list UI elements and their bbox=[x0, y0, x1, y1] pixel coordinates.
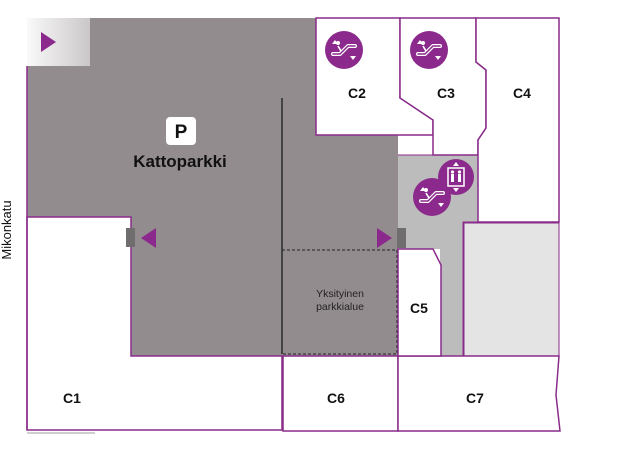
entrance-arrow-icon bbox=[41, 32, 56, 52]
door-right bbox=[397, 228, 406, 248]
escalator-icon bbox=[325, 31, 363, 69]
parking-symbol-icon bbox=[166, 117, 196, 145]
unit-label-c4: C4 bbox=[513, 85, 531, 101]
parking-area-kattoparkki[interactable] bbox=[27, 66, 398, 356]
escalator-icon bbox=[410, 31, 448, 69]
unit-label-c5: C5 bbox=[410, 300, 428, 316]
unit-c7[interactable] bbox=[397, 355, 561, 432]
unit-c7-side-area[interactable] bbox=[463, 222, 560, 357]
unit-label-c3: C3 bbox=[437, 85, 455, 101]
elevator-icon bbox=[438, 159, 474, 195]
parking-symbol-letter: P bbox=[175, 122, 188, 143]
private-area-label-line2: parkkialue bbox=[316, 301, 364, 313]
corridor-outline bbox=[398, 154, 479, 356]
parking-title: Kattoparkki bbox=[133, 152, 227, 171]
private-area-label-line1: Yksityinen bbox=[316, 288, 364, 300]
unit-c5[interactable] bbox=[397, 248, 442, 357]
unit-c4[interactable] bbox=[475, 17, 560, 223]
parking-area-top bbox=[90, 18, 316, 68]
entrance-arrow-icon bbox=[141, 228, 156, 248]
unit-c6[interactable] bbox=[282, 355, 399, 432]
street-label: Mikonkatu bbox=[0, 200, 14, 259]
door-left bbox=[126, 228, 135, 247]
unit-label-c7: C7 bbox=[466, 390, 484, 406]
unit-label-c6: C6 bbox=[327, 390, 345, 406]
unit-label-c1: C1 bbox=[63, 390, 81, 406]
entrance-arrow-icon bbox=[377, 228, 392, 248]
unit-label-c2: C2 bbox=[348, 85, 366, 101]
